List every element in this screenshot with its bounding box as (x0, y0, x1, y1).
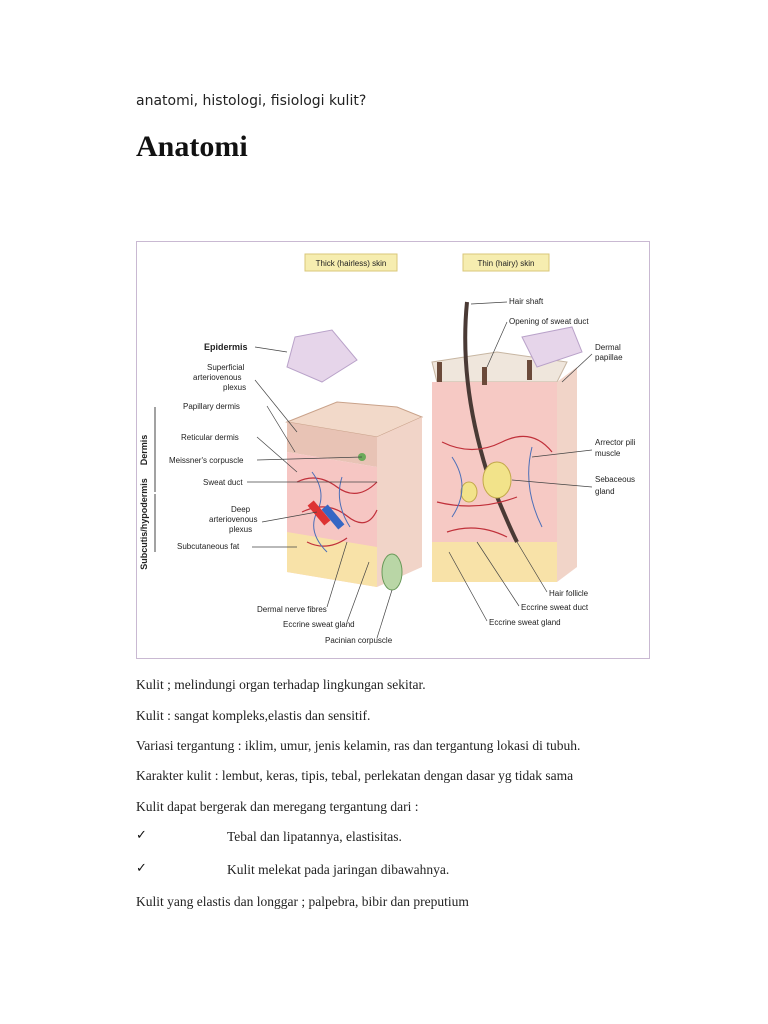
label-hair-follicle: Hair follicle (549, 589, 589, 598)
thick-skin-title: Thick (hairless) skin (316, 259, 387, 268)
label-hair-shaft: Hair shaft (509, 297, 544, 306)
hair-stub-2 (482, 367, 487, 385)
label-arrector-pili: Arrector pili (595, 438, 636, 447)
thin-skin-block (432, 302, 582, 582)
label-arrector-muscle: muscle (595, 449, 621, 458)
page-title: Anatomi (136, 130, 248, 164)
thin-side (557, 367, 577, 582)
sebaceous-gland-shape (483, 462, 511, 498)
thick-skin-block (287, 330, 422, 590)
label-papillae: papillae (595, 353, 623, 362)
label-superficial-av: arteriovenous (193, 373, 241, 382)
pacinian-corpuscle-shape (382, 554, 402, 590)
skin-diagram: Thick (hairless) skin Thin (hairy) skin (137, 242, 649, 658)
paragraph-5: Kulit dapat bergerak dan meregang tergan… (136, 799, 419, 815)
epidermis-flap (287, 330, 357, 382)
side-dermis-label: Dermis (139, 435, 149, 466)
label-deep: Deep (231, 505, 251, 514)
thin-skin-title: Thin (hairy) skin (478, 259, 535, 268)
label-opening-sweat-duct: Opening of sweat duct (509, 317, 589, 326)
document-subtitle: anatomi, histologi, fisiologi kulit? (136, 93, 366, 109)
paragraph-closing: Kulit yang elastis dan longgar ; palpebr… (136, 894, 469, 910)
paragraph-4: Karakter kulit : lembut, keras, tipis, t… (136, 768, 573, 784)
label-eccrine-duct: Eccrine sweat duct (521, 603, 589, 612)
hair-stub-1 (437, 362, 442, 382)
label-reticular-dermis: Reticular dermis (181, 433, 239, 442)
checkmark-icon: ✓ (136, 861, 147, 876)
label-nerve-fibres: Dermal nerve fibres (257, 605, 327, 614)
label-deep-plexus: plexus (229, 525, 252, 534)
side-subcutis-label: Subcutis/hypodermis (139, 478, 149, 570)
sebaceous-gland-small (461, 482, 477, 502)
label-sweat-duct: Sweat duct (203, 478, 243, 487)
label-deep-av: arteriovenous (209, 515, 257, 524)
checklist-item-1: Tebal dan lipatannya, elastisitas. (227, 829, 402, 845)
label-subcutaneous-fat: Subcutaneous fat (177, 542, 240, 551)
label-sebaceous: Sebaceous (595, 475, 635, 484)
thin-fat-front (432, 542, 557, 582)
label-eccrine-gland-right: Eccrine sweat gland (489, 618, 561, 627)
paragraph-1: Kulit ; melindungi organ terhadap lingku… (136, 677, 426, 693)
skin-anatomy-figure: Thick (hairless) skin Thin (hairy) skin (136, 241, 650, 659)
label-meissner: Meissner's corpuscle (169, 456, 244, 465)
label-superficial-plexus: plexus (223, 383, 246, 392)
label-pacinian: Pacinian corpuscle (325, 636, 393, 645)
label-sebaceous-gland: gland (595, 487, 615, 496)
label-papillary-dermis: Papillary dermis (183, 402, 240, 411)
label-superficial: Superficial (207, 363, 245, 372)
hair-stub-3 (527, 360, 532, 380)
label-eccrine-gland-left: Eccrine sweat gland (283, 620, 355, 629)
paragraph-3: Variasi tergantung : iklim, umur, jenis … (136, 738, 580, 754)
paragraph-2: Kulit : sangat kompleks,elastis dan sens… (136, 708, 370, 724)
checklist-item-2: Kulit melekat pada jaringan dibawahnya. (227, 862, 449, 878)
label-epidermis: Epidermis (204, 342, 248, 352)
checkmark-icon: ✓ (136, 828, 147, 843)
label-dermal: Dermal (595, 343, 621, 352)
